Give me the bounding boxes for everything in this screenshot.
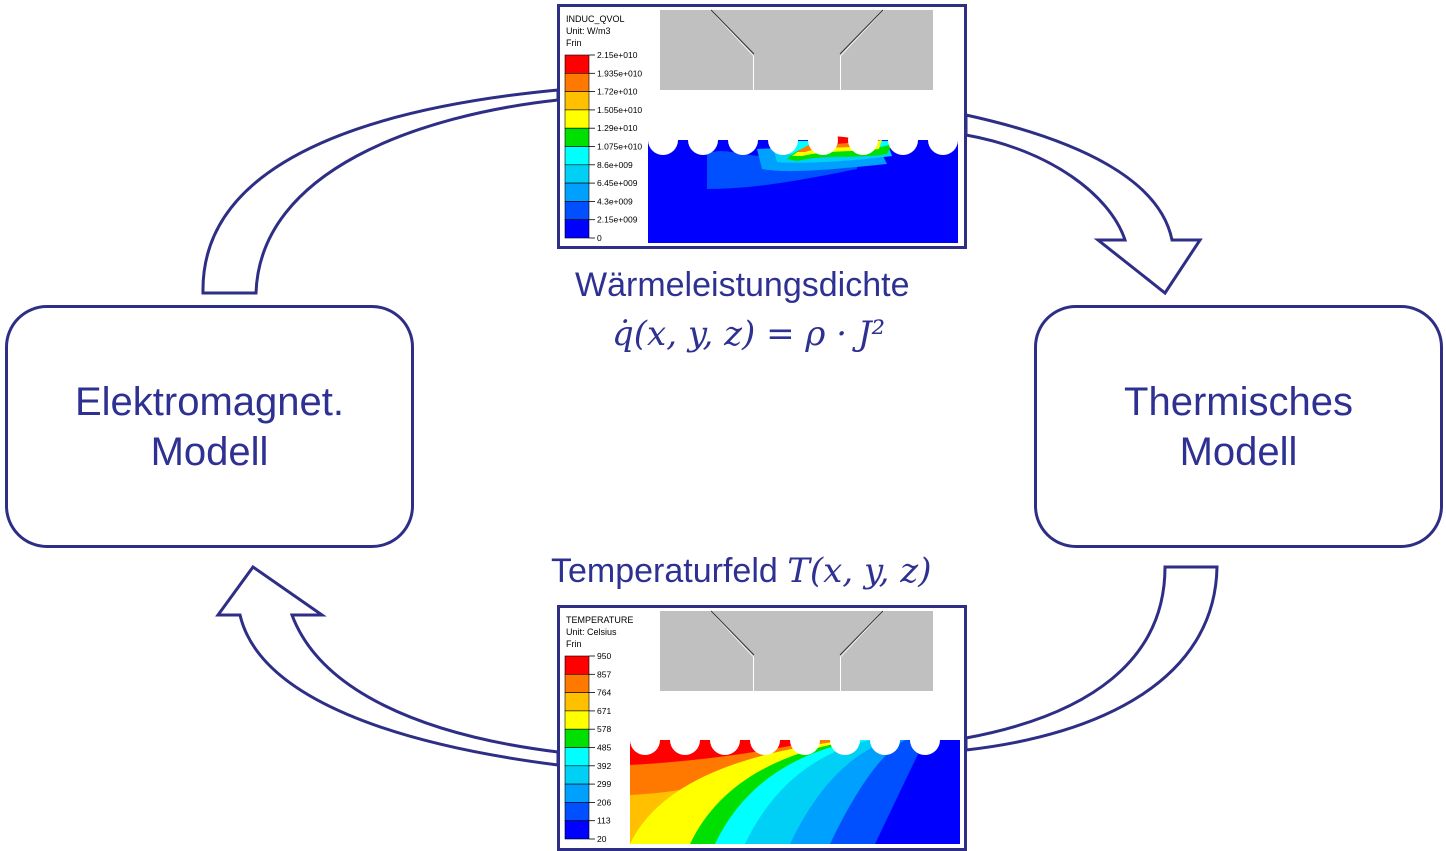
em-model-line1: Elektromagnet. [74,379,345,424]
legend-tick-label: 857 [597,669,611,679]
legend-color-band [564,109,590,129]
legend-color-band [564,164,590,184]
legend-color-band [564,127,590,147]
inductor-center [711,611,883,691]
legend-tick-label: 1.29e+010 [597,123,638,133]
temperature-caption: Temperaturfeld T(x, y, z) [551,551,931,591]
legend-color-band [564,765,590,785]
legend-tick-label: 113 [597,816,611,826]
legend-tick-label: 299 [597,779,611,789]
legend-tick-label: 485 [597,743,611,753]
coil-notch [648,125,678,155]
heat-density-title: Wärmeleistungsdichte [575,266,910,304]
coil-notch [670,725,700,755]
inductor-edges [710,610,884,656]
arrow-heat-to-thermal [964,113,1203,296]
legend-tick-label: 578 [597,724,611,734]
legend-tick-label: 1.075e+010 [597,142,642,152]
inductor-right [841,611,933,691]
legend-color-band [564,73,590,92]
legend-tick-label: 671 [597,706,611,716]
legend-color-band [564,91,590,111]
legend-color-band [564,747,590,767]
legend-tick-label: 764 [597,688,611,698]
coil-notch [848,125,878,155]
legend-color-band [564,783,590,803]
arrow-thermal-to-temperature [964,565,1219,752]
legend-color-band [564,54,590,74]
coil-notch [750,725,780,755]
coil-notch [870,725,900,755]
legend-header: INDUC_QVOL [566,14,625,24]
temperature-formula: T(x, y, z) [787,551,932,591]
legend-header: TEMPERATURE [566,615,633,625]
legend-tick-label: 20 [597,834,607,844]
legend-tick-label: 392 [597,761,611,771]
thermal-model-line1: Thermisches [1124,379,1353,424]
legend-tick-label: 206 [597,797,611,807]
temperature-title: Temperaturfeld [551,552,778,590]
legend-color-band [564,201,590,220]
legend-header: Frin [566,639,582,649]
inductor-left [660,10,753,90]
legend-tick-label: 6.45e+009 [597,178,638,188]
legend-tick-label: 950 [597,651,611,661]
legend-tick-label: 8.6e+009 [597,160,633,170]
coil-notch [830,725,860,755]
thermal-model-line2: Modell [1179,429,1298,474]
legend-color-band [564,182,590,202]
legend-color-band [564,674,590,693]
legend-color-band [564,728,590,748]
coil-notch [808,125,838,155]
inductor-left [660,611,753,691]
em-model-line2: Modell [150,429,269,474]
inductor-center [711,10,883,90]
legend-tick-label: 1.72e+010 [597,87,638,97]
arrow-temperature-to-em [215,564,560,767]
coil-notch [710,725,740,755]
legend-color-band [564,655,590,675]
coil-notch [768,125,798,155]
coil-notch [928,125,958,155]
legend-tick-label: 2.15e+009 [597,215,638,225]
em-model-box: Elektromagnet. Modell [5,305,414,548]
coil-notch [910,725,940,755]
legend-color-band [564,692,590,712]
coil-notch [790,725,820,755]
heat-density-formula: q̇(x, y, z) = ρ · J² [612,314,886,354]
legend-color-band [564,802,590,821]
coil-notch [728,125,758,155]
inductor-right [841,10,933,90]
legend-color-band [564,710,590,730]
inductor-edges [710,9,884,55]
legend-header: Unit: Celsius [566,627,617,637]
legend-tick-label: 1.505e+010 [597,105,642,115]
legend-tick-label: 4.3e+009 [597,196,633,206]
legend-header: Frin [566,38,582,48]
coil-notch [688,125,718,155]
legend-color-band [564,146,590,166]
legend-tick-label: 1.935e+010 [597,68,642,78]
legend-header: Unit: W/m3 [566,26,611,36]
temperature-band [875,740,960,844]
thermal-model-box: Thermisches Modell [1034,305,1443,548]
coil-notch [630,725,660,755]
coil-notch [888,125,918,155]
legend-color-band [564,219,590,239]
legend-tick-label: 0 [597,233,602,243]
arrow-em-to-heat [201,88,560,295]
legend-tick-label: 2.15e+010 [597,50,638,60]
legend-color-band [564,820,590,840]
